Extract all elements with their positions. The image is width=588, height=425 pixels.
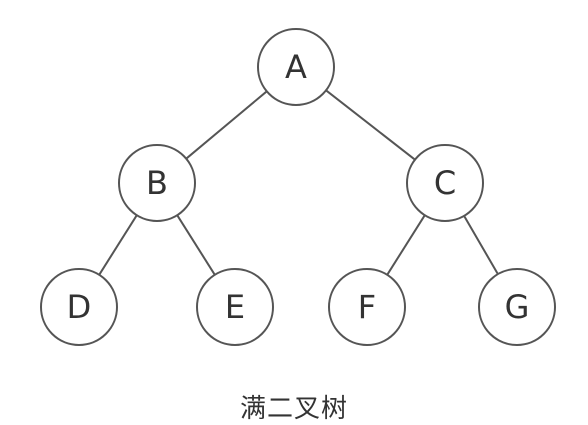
node-label-c: C bbox=[434, 164, 456, 202]
node-label-f: F bbox=[358, 288, 376, 326]
node-circle-f bbox=[328, 268, 406, 346]
edge-c-f bbox=[386, 214, 426, 276]
diagram-caption: 满二叉树 bbox=[239, 394, 348, 424]
tree-node-c: C bbox=[406, 144, 484, 222]
node-label-e: E bbox=[225, 288, 245, 326]
node-circle-g bbox=[478, 268, 556, 346]
tree-node-g: G bbox=[478, 268, 556, 346]
tree-node-b: B bbox=[118, 144, 196, 222]
node-circle-a bbox=[257, 28, 335, 106]
tree-node-f: F bbox=[328, 268, 406, 346]
node-label-b: B bbox=[146, 164, 168, 202]
node-circle-c bbox=[406, 144, 484, 222]
edge-a-c bbox=[325, 89, 416, 161]
edge-b-e bbox=[176, 214, 216, 276]
node-circle-e bbox=[196, 268, 274, 346]
node-label-g: G bbox=[505, 288, 530, 326]
edge-c-g bbox=[463, 215, 499, 275]
tree-nodes: A B C D E F G bbox=[40, 28, 556, 346]
tree-node-e: E bbox=[196, 268, 274, 346]
tree-node-d: D bbox=[40, 268, 118, 346]
edge-a-b bbox=[185, 90, 268, 160]
tree-edges bbox=[98, 89, 499, 276]
node-label-a: A bbox=[285, 48, 307, 86]
tree-node-a: A bbox=[257, 28, 335, 106]
edge-b-d bbox=[98, 214, 138, 276]
node-label-d: D bbox=[67, 288, 92, 326]
node-circle-d bbox=[40, 268, 118, 346]
node-circle-b bbox=[118, 144, 196, 222]
